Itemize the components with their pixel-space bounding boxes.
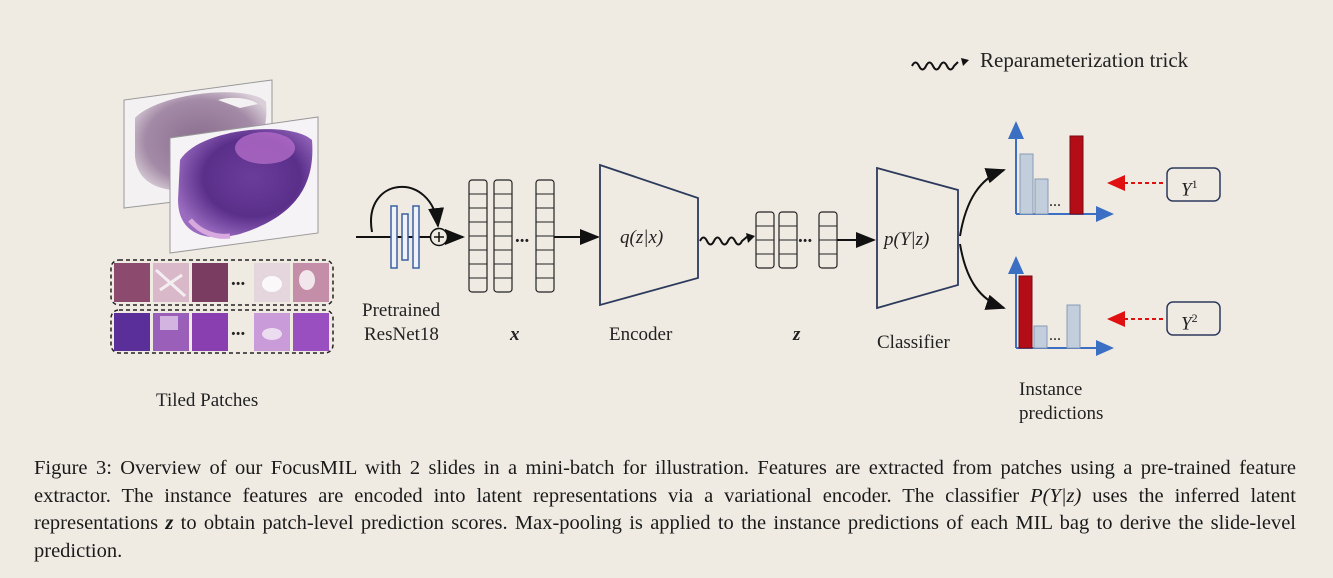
legend-reparameterization-label: Reparameterization trick <box>980 48 1189 72</box>
feature-vector <box>468 179 488 293</box>
encoder-trapezoid <box>599 163 699 307</box>
encoder-label: Encoder <box>609 324 673 345</box>
output-arrow-bottom <box>959 243 1006 310</box>
residual-connection <box>370 186 445 233</box>
instance-predictions-top <box>1008 121 1114 222</box>
patch-tile <box>293 313 329 351</box>
resnet18-block <box>370 186 449 269</box>
sum-icon <box>429 227 449 247</box>
caption-lead: Figure 3: Overview of our FocusMIL with … <box>34 457 1296 507</box>
patch-tile <box>114 313 150 351</box>
method-overview-diagram <box>110 58 1221 356</box>
latent-vector <box>818 211 838 269</box>
patch-tile <box>114 263 150 302</box>
x-symbol: x <box>510 324 520 345</box>
slide-images <box>123 79 319 254</box>
label-y1: Y1 <box>1181 177 1198 201</box>
instance-predictions-line2: predictions <box>1019 403 1104 424</box>
x-ellipsis: ... <box>515 226 530 247</box>
prediction-bar <box>1034 178 1049 215</box>
figure-caption: Figure 3: Overview of our FocusMIL with … <box>34 455 1296 565</box>
resnet-label-line2: ResNet18 <box>364 324 439 345</box>
patch-tile <box>192 263 228 302</box>
latent-vector <box>778 211 798 269</box>
prediction-bar-max <box>1018 275 1033 349</box>
classifier-label: Classifier <box>877 332 950 353</box>
feature-vector <box>535 179 555 293</box>
prediction-bar <box>1019 153 1034 215</box>
resnet-label-line1: Pretrained <box>362 300 441 321</box>
instance-predictions-line1: Instance <box>1019 379 1083 400</box>
caption-z: z <box>165 512 174 534</box>
z-ellipsis: ... <box>798 226 813 247</box>
latent-vectors-z <box>755 211 838 269</box>
caption-tail: to obtain patch-level prediction scores.… <box>34 512 1296 562</box>
hist-ellipsis-bottom: ... <box>1049 327 1061 344</box>
prediction-bar <box>1066 304 1081 349</box>
classifier-trapezoid <box>876 166 959 310</box>
label-y2: Y2 <box>1181 311 1198 335</box>
classifier-formula: p(Y|z) <box>884 229 930 250</box>
patch-row-2 <box>110 309 334 354</box>
feature-vectors-x <box>468 179 555 293</box>
slide-image-front <box>169 116 319 254</box>
latent-vector <box>755 211 775 269</box>
prediction-bar <box>1033 325 1048 349</box>
patch-tile <box>192 313 228 351</box>
patch-row-1 <box>110 259 334 306</box>
feature-vector <box>493 179 513 293</box>
prediction-bar-max <box>1069 135 1084 215</box>
reparameterization-legend-icon <box>911 61 959 71</box>
caption-formula: P(Y|z) <box>1030 484 1082 507</box>
reparameterization-arrow <box>699 235 749 246</box>
label-box-y2 <box>1166 301 1221 336</box>
encoder-formula: q(z|x) <box>620 227 664 248</box>
patch-ellipsis-2: ... <box>231 319 246 340</box>
patch-ellipsis-1: ... <box>231 269 246 290</box>
z-symbol: z <box>793 324 801 345</box>
instance-predictions-bottom <box>1008 256 1114 356</box>
caption-middle: uses the inferred latent representations <box>34 484 1296 535</box>
label-box-y1 <box>1166 167 1221 202</box>
tiled-patches-label: Tiled Patches <box>156 390 259 411</box>
hist-ellipsis-top: ... <box>1049 193 1061 210</box>
output-arrow-top <box>959 168 1006 237</box>
